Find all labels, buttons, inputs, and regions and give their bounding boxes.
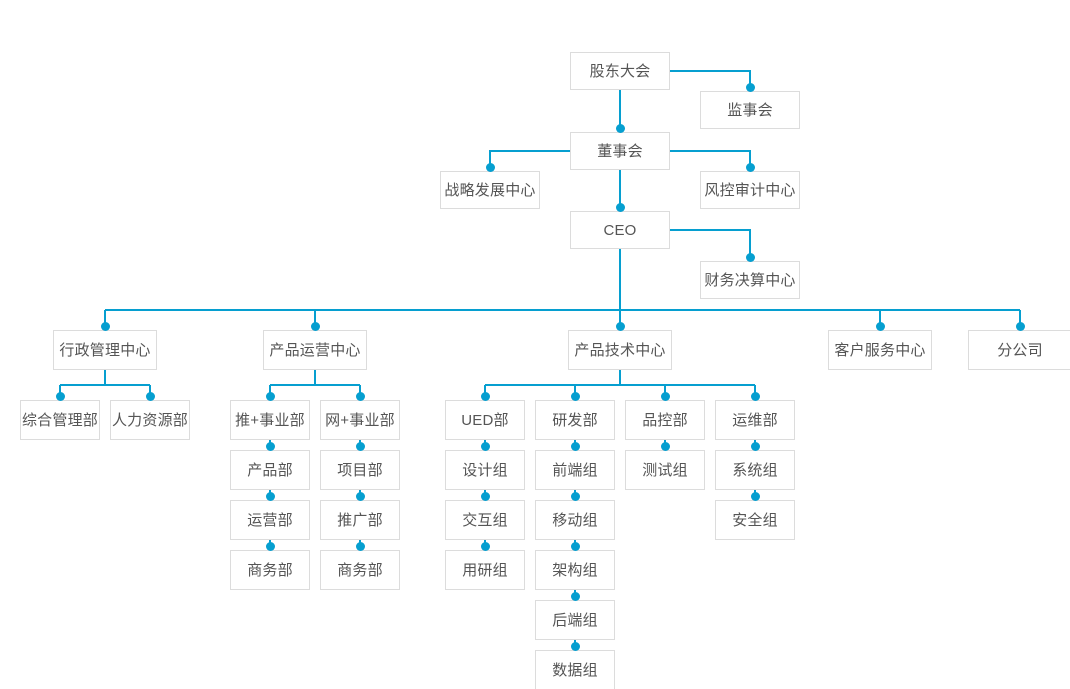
connector-dot-dot-a1 [55,391,65,401]
connector-e-n1-n2 [670,70,751,87]
connector-dot-dot-f1 [570,391,580,401]
connector-dot-dot-c1 [100,321,110,331]
connector-dot-dot-n2 [745,82,755,92]
connector-dot-dot-h3 [750,491,760,501]
connector-dot-dot-h1 [750,391,760,401]
connector-dot-dot-g2 [660,441,670,451]
org-node-a1[interactable]: 综合管理部 [20,400,100,440]
org-node-f6[interactable]: 数据组 [535,650,615,689]
org-node-d1[interactable]: 网+事业部 [320,400,400,440]
org-node-n3[interactable]: 董事会 [570,132,670,170]
connector-dot-dot-c2 [310,321,320,331]
org-node-d2[interactable]: 项目部 [320,450,400,490]
connector-dot-dot-n7 [745,252,755,262]
org-node-f3[interactable]: 移动组 [535,500,615,540]
org-node-c4[interactable]: 客户服务中心 [828,330,932,370]
connector-dot-dot-n3 [615,123,625,133]
org-node-f1[interactable]: 研发部 [535,400,615,440]
connector-dot-dot-b1 [265,391,275,401]
connector-dot-dot-c3 [615,321,625,331]
org-node-n6[interactable]: CEO [570,211,670,249]
connector-dot-dot-c5 [1015,321,1025,331]
connector-e-n6-n7 [670,229,751,257]
org-node-d4[interactable]: 商务部 [320,550,400,590]
connector-dot-dot-f3 [570,491,580,501]
connector-dot-dot-d2 [355,441,365,451]
org-node-c5[interactable]: 分公司 [968,330,1070,370]
org-node-n2[interactable]: 监事会 [700,91,800,129]
org-node-h2[interactable]: 系统组 [715,450,795,490]
connector-dot-dot-d1 [355,391,365,401]
connector-dot-dot-e3 [480,491,490,501]
connector-dot-dot-n4 [485,162,495,172]
connector-dot-dot-f5 [570,591,580,601]
org-node-b3[interactable]: 运营部 [230,500,310,540]
connector-dot-dot-g1 [660,391,670,401]
connector-dot-dot-f2 [570,441,580,451]
connector-dot-dot-d3 [355,491,365,501]
org-node-d3[interactable]: 推广部 [320,500,400,540]
org-node-f4[interactable]: 架构组 [535,550,615,590]
org-node-b4[interactable]: 商务部 [230,550,310,590]
org-node-c2[interactable]: 产品运营中心 [263,330,367,370]
connector-dot-dot-b4 [265,541,275,551]
connector-dot-dot-e2 [480,441,490,451]
connector-dot-dot-n5 [745,162,755,172]
connector-dot-dot-e1 [480,391,490,401]
connector-dot-dot-e4 [480,541,490,551]
org-node-n5[interactable]: 风控审计中心 [700,171,800,209]
connector-dot-dot-d4 [355,541,365,551]
org-node-h3[interactable]: 安全组 [715,500,795,540]
connector-dot-dot-h2 [750,441,760,451]
org-node-c3[interactable]: 产品技术中心 [568,330,672,370]
org-node-e2[interactable]: 设计组 [445,450,525,490]
connector-dot-dot-c4 [875,321,885,331]
connector-dot-dot-b3 [265,491,275,501]
org-node-f2[interactable]: 前端组 [535,450,615,490]
org-node-g1[interactable]: 品控部 [625,400,705,440]
connector-dot-dot-n6 [615,202,625,212]
connector-e-n3-n4 [489,150,570,167]
org-node-f5[interactable]: 后端组 [535,600,615,640]
org-node-g2[interactable]: 测试组 [625,450,705,490]
connector-e-n3-n5 [670,150,751,167]
org-node-a2[interactable]: 人力资源部 [110,400,190,440]
org-node-e3[interactable]: 交互组 [445,500,525,540]
connector-dot-dot-b2 [265,441,275,451]
org-node-h1[interactable]: 运维部 [715,400,795,440]
connector-dot-dot-f6 [570,641,580,651]
org-node-n1[interactable]: 股东大会 [570,52,670,90]
org-node-n7[interactable]: 财务决算中心 [700,261,800,299]
org-node-n4[interactable]: 战略发展中心 [440,171,540,209]
org-node-b2[interactable]: 产品部 [230,450,310,490]
org-node-c1[interactable]: 行政管理中心 [53,330,157,370]
org-node-b1[interactable]: 推+事业部 [230,400,310,440]
connector-dot-dot-f4 [570,541,580,551]
connector-dot-dot-a2 [145,391,155,401]
org-node-e4[interactable]: 用研组 [445,550,525,590]
org-node-e1[interactable]: UED部 [445,400,525,440]
